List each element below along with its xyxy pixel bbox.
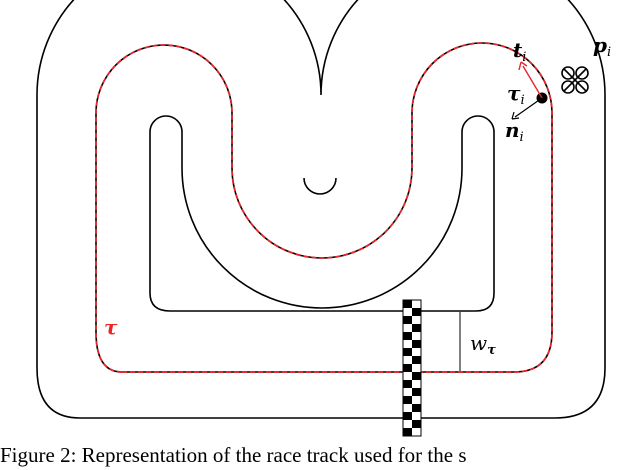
finish-line-square bbox=[403, 380, 412, 388]
finish-line-square bbox=[412, 356, 421, 364]
track-center-divider bbox=[105, 60, 306, 180]
normal-vector bbox=[514, 97, 543, 118]
finish-line-square bbox=[403, 348, 412, 356]
finish-line-square bbox=[412, 420, 421, 428]
figure-caption: Figure 2: Representation of the race tra… bbox=[0, 443, 467, 467]
race-track-diagram: wτ τ ti ni τi pi bbox=[36, 0, 611, 437]
track-outer-boundary bbox=[36, 0, 606, 419]
trajectory-label: τ bbox=[104, 315, 118, 339]
trajectory-point-label: τi bbox=[507, 81, 525, 108]
finish-line-square bbox=[403, 428, 412, 436]
finish-line-square bbox=[412, 404, 421, 412]
normal-arrowhead bbox=[511, 111, 520, 120]
finish-line-square bbox=[403, 300, 412, 308]
finish-line-square bbox=[403, 332, 412, 340]
finish-line-square bbox=[412, 372, 421, 380]
track-center-divider-arch bbox=[303, 177, 337, 195]
finish-line-square bbox=[412, 388, 421, 396]
finish-line-square bbox=[403, 364, 412, 372]
quadrotor-icon bbox=[561, 66, 589, 94]
finish-line-square bbox=[412, 340, 421, 348]
trajectory-black-base bbox=[95, 42, 553, 373]
finish-line-square bbox=[403, 316, 412, 324]
normal-label: ni bbox=[505, 118, 524, 145]
position-label: pi bbox=[593, 33, 611, 60]
trajectory-red-dashes bbox=[95, 42, 553, 373]
tangent-vector bbox=[522, 65, 543, 99]
finish-line-square bbox=[412, 308, 421, 316]
track-inner-boundary bbox=[149, 115, 495, 312]
tangent-label: ti bbox=[513, 38, 526, 65]
finish-line-square bbox=[403, 396, 412, 404]
width-label: wτ bbox=[470, 331, 496, 358]
finish-line-square bbox=[403, 412, 412, 420]
tangent-arrowhead bbox=[518, 61, 528, 71]
finish-line-checkered bbox=[402, 299, 422, 437]
finish-line-square bbox=[412, 324, 421, 332]
